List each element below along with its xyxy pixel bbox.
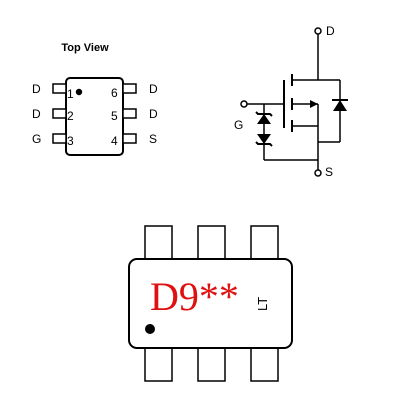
top-lead-1 (144, 225, 173, 260)
top-lead-3 (250, 225, 279, 260)
right-pin-name-6: D (149, 82, 158, 96)
package-marking-view (128, 225, 293, 382)
left-pin-stub-1 (52, 83, 67, 94)
bottom-lead-2 (197, 347, 226, 382)
package-lot-code: LT (255, 297, 270, 311)
right-pin-stub-5 (122, 108, 137, 119)
pin1-indicator-dot (75, 88, 83, 96)
drain-terminal-circle (314, 27, 322, 35)
right-pin-name-4: S (149, 132, 157, 146)
mosfet-schematic (240, 27, 348, 177)
schematic-source-label: S (325, 165, 333, 179)
right-pin-number-6: 6 (111, 86, 118, 100)
gate-terminal-circle (240, 100, 248, 108)
right-pin-stub-4 (122, 133, 137, 144)
top-view-pinout: Top View D D G 1 2 3 6 5 4 D D S (32, 42, 158, 156)
bottom-lead-3 (250, 347, 279, 382)
marking-pin1-dot (145, 324, 155, 334)
right-pin-number-5: 5 (111, 109, 118, 123)
right-pin-name-5: D (149, 107, 158, 121)
left-pin-stub-2 (52, 108, 67, 119)
schematic-drain-label: D (326, 24, 335, 38)
left-pin-number-2: 2 (67, 109, 74, 123)
left-pin-name-2: D (32, 107, 41, 121)
marking-package-body (128, 258, 293, 349)
esd-zener-upper-icon (257, 114, 271, 124)
left-pin-name-1: D (32, 82, 41, 96)
body-arrow-icon (310, 100, 318, 108)
source-terminal-circle (314, 169, 322, 177)
left-pin-stub-3 (52, 133, 67, 144)
package-marking-code: D9** (150, 274, 239, 319)
left-pin-name-3: G (32, 132, 41, 146)
right-pin-stub-6 (122, 83, 137, 94)
top-lead-2 (197, 225, 226, 260)
right-pin-number-4: 4 (111, 134, 118, 148)
body-diode-triangle (333, 100, 347, 111)
schematic-gate-label: G (234, 118, 243, 132)
top-view-title: Top View (61, 42, 109, 54)
left-pin-number-3: 3 (67, 134, 74, 148)
bottom-lead-1 (144, 347, 173, 382)
esd-zener-upper-bar (255, 111, 273, 117)
left-pin-number-1: 1 (67, 87, 74, 101)
esd-zener-lower-bar (255, 141, 273, 147)
esd-zener-lower-icon (257, 134, 271, 144)
